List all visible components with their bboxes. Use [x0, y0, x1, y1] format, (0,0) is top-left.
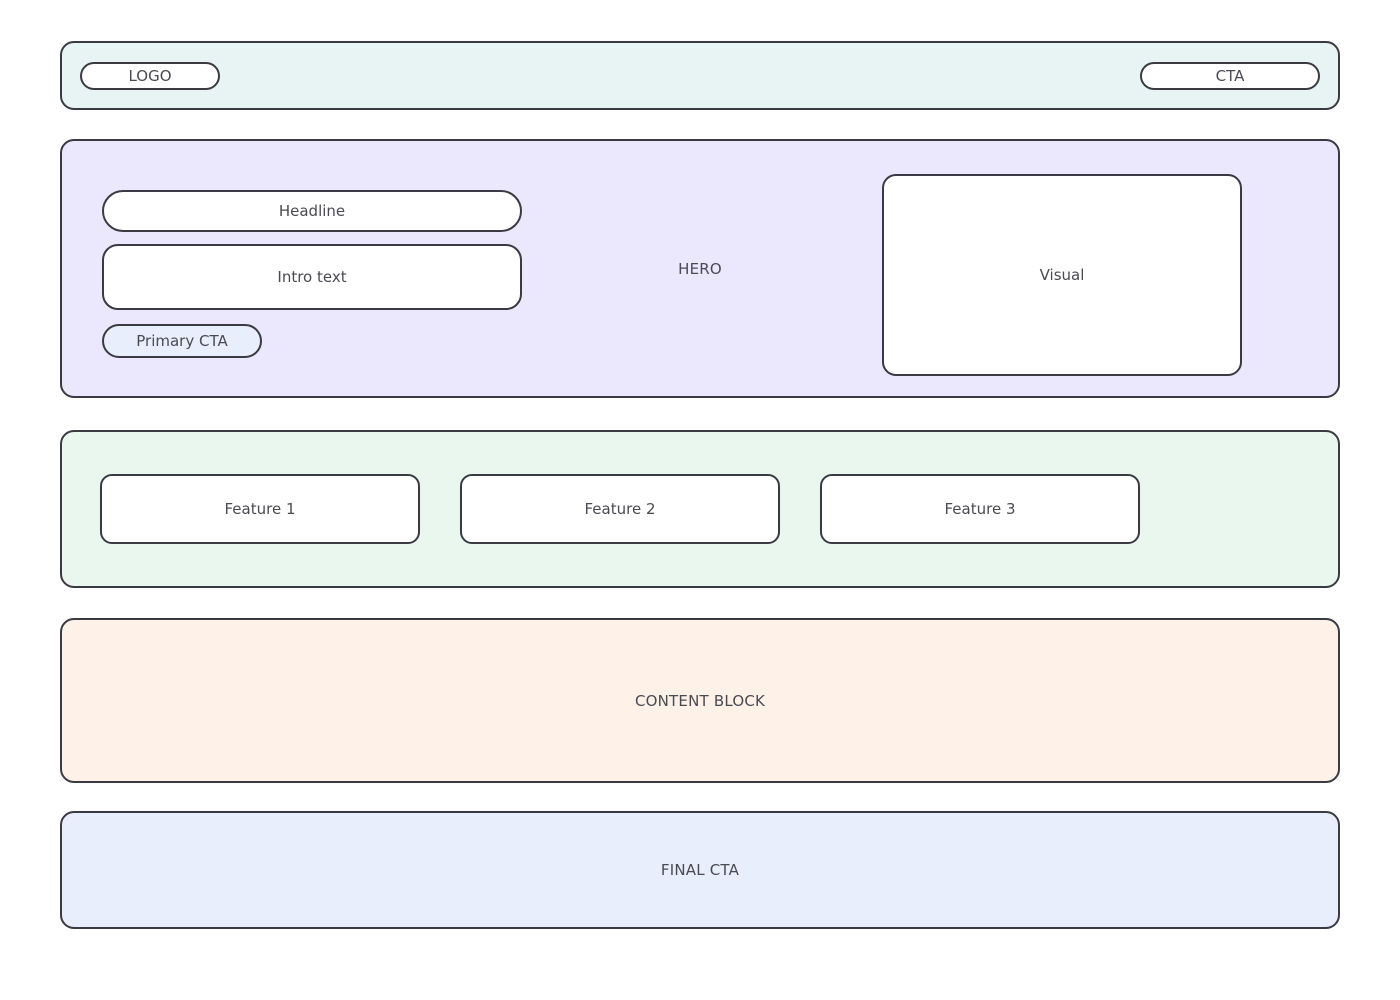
feature-card-3-label: Feature 3 — [944, 500, 1016, 518]
feature-card-1[interactable]: Feature 1 — [100, 474, 420, 544]
feature-card-3[interactable]: Feature 3 — [820, 474, 1140, 544]
hero-primary-cta-button[interactable]: Primary CTA — [102, 324, 262, 358]
final-cta-label: FINAL CTA — [660, 861, 740, 879]
hero-headline-label: Headline — [278, 202, 346, 220]
header-cta-label: CTA — [1215, 66, 1245, 85]
hero-visual-placeholder: Visual — [882, 174, 1242, 376]
features-band: Feature 1 Feature 2 Feature 3 — [60, 430, 1340, 588]
feature-card-1-label: Feature 1 — [224, 500, 296, 518]
logo-placeholder[interactable]: LOGO — [80, 61, 220, 90]
hero-intro-label: Intro text — [277, 268, 347, 286]
content-block-band: CONTENT BLOCK — [60, 618, 1340, 783]
header-band: LOGO CTA — [60, 41, 1340, 110]
feature-card-2[interactable]: Feature 2 — [460, 474, 780, 544]
logo-label: LOGO — [128, 66, 172, 85]
content-block-label: CONTENT BLOCK — [634, 691, 766, 710]
hero-visual-label: Visual — [1039, 266, 1085, 284]
feature-card-2-label: Feature 2 — [584, 500, 656, 518]
hero-intro-placeholder: Intro text — [102, 244, 522, 310]
header-cta-button[interactable]: CTA — [1140, 61, 1320, 90]
hero-headline-placeholder: Headline — [102, 190, 522, 232]
hero-primary-cta-label: Primary CTA — [136, 332, 228, 350]
final-cta-band[interactable]: FINAL CTA — [60, 811, 1340, 929]
hero-band: HERO Headline Intro text Primary CTA Vis… — [60, 139, 1340, 398]
hero-text-column: Headline Intro text Primary CTA — [102, 190, 522, 358]
